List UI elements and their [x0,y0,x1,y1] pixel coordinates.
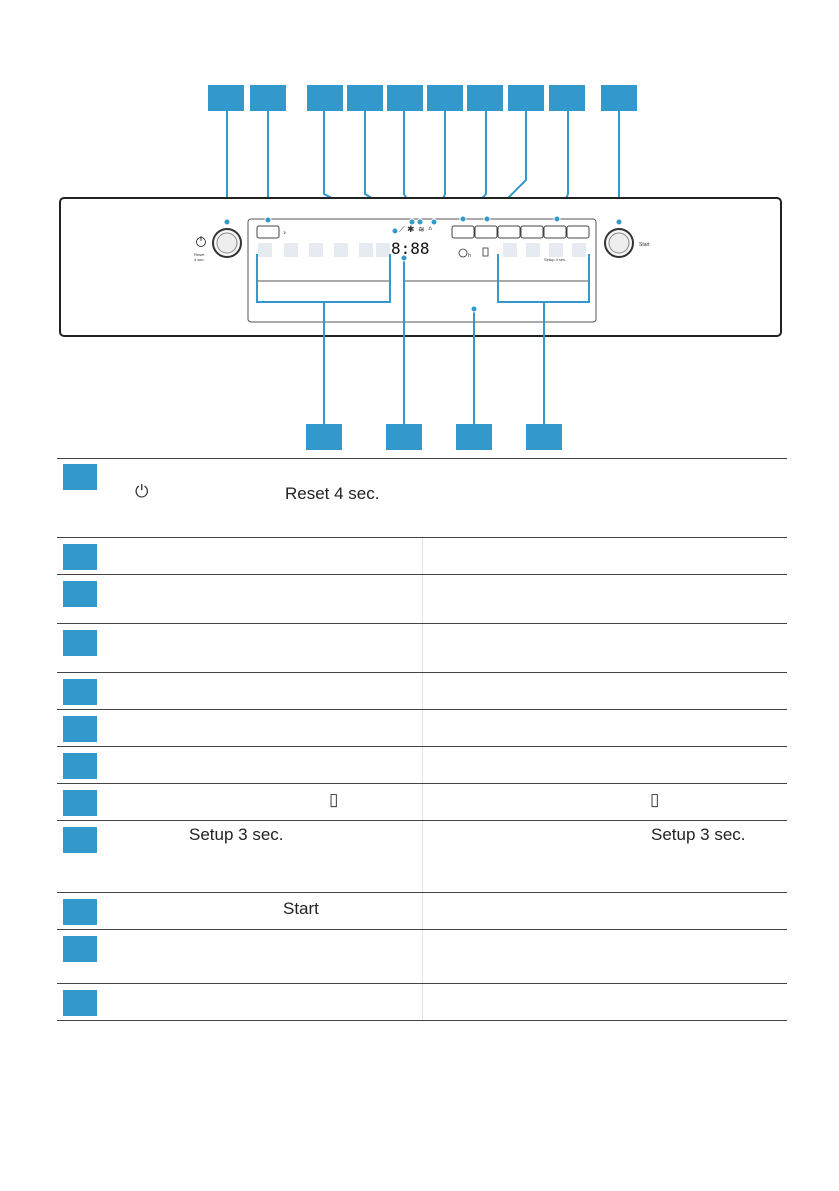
door-icon: ▯ [650,790,660,809]
wifi-icon: ≋ [418,225,425,234]
option-buttons [451,225,590,239]
reset-label: Reset [194,252,205,257]
row-badge [63,544,97,570]
callout-11 [306,424,342,450]
reset-sub-label: 4 sec. [194,257,205,262]
program-squares-left [258,243,390,257]
table-row [57,710,787,747]
row-badge [63,827,97,853]
table-row [57,930,787,984]
table-row [57,673,787,710]
row-badge [63,990,97,1016]
snowflake-icon: ✱ [407,225,415,235]
svg-text:h: h [468,253,471,259]
row-badge [63,464,97,490]
table-row: Setup 3 sec. Setup 3 sec. [57,821,787,893]
reset-text: Reset 4 sec. [285,484,380,503]
table-top-border [57,458,787,459]
row-badge [63,936,97,962]
callout-8 [508,85,544,111]
segment-display [398,238,442,258]
start-text: Start [283,899,319,918]
door-icon: ▯ [329,790,339,809]
rinse-icon: ᐞ [428,225,432,234]
callout-4 [347,85,383,111]
legend-table: ⏻ Reset 4 sec. ▯ ▯ Setup 3 sec. Setup 3 … [57,458,787,1021]
callout-12 [386,424,422,450]
setup-text-left: Setup 3 sec. [189,825,284,844]
setup-label: Setup 4 sec. [544,257,566,262]
callout-2 [250,85,286,111]
row-badge [63,679,97,705]
leader-dots [223,215,623,313]
table-row [57,747,787,784]
callout-1 [208,85,244,111]
display-digits: 8:88 [391,239,430,258]
callout-9 [549,85,585,111]
table-row: Start [57,893,787,930]
table-row [57,575,787,624]
row-badge [63,716,97,742]
power-icon: ⏻ [135,482,149,501]
table-row [57,624,787,673]
setup-text-right: Setup 3 sec. [651,825,746,844]
callout-14 [526,424,562,450]
bottom-callouts [306,424,562,450]
table-row: ▯ ▯ [57,784,787,821]
door-icon [482,247,489,257]
callout-7 [467,85,503,111]
row-badge [63,581,97,607]
top-callouts [208,85,637,111]
bottom-leader-lines [256,254,590,425]
row-badge [63,790,97,816]
row-badge [63,899,97,925]
start-label: Start [639,242,650,248]
program-squares-right [503,243,586,257]
control-panel-diagram: Reset 4 sec. Start › 8:88 ⟋ ✱ ≋ ᐞ h [59,85,782,450]
callout-13 [456,424,492,450]
callout-3 [307,85,343,111]
row-badge [63,753,97,779]
timer-icon [458,248,468,258]
callout-6 [427,85,463,111]
table-row [57,538,787,575]
eco-icon: ⟋ [399,225,405,234]
table-row: ⏻ Reset 4 sec. [57,458,787,538]
chevron-right-icon: › [283,228,286,237]
callout-5 [387,85,423,111]
row-badge [63,630,97,656]
left-program-button [256,225,280,239]
table-row [57,984,787,1021]
callout-10 [601,85,637,111]
